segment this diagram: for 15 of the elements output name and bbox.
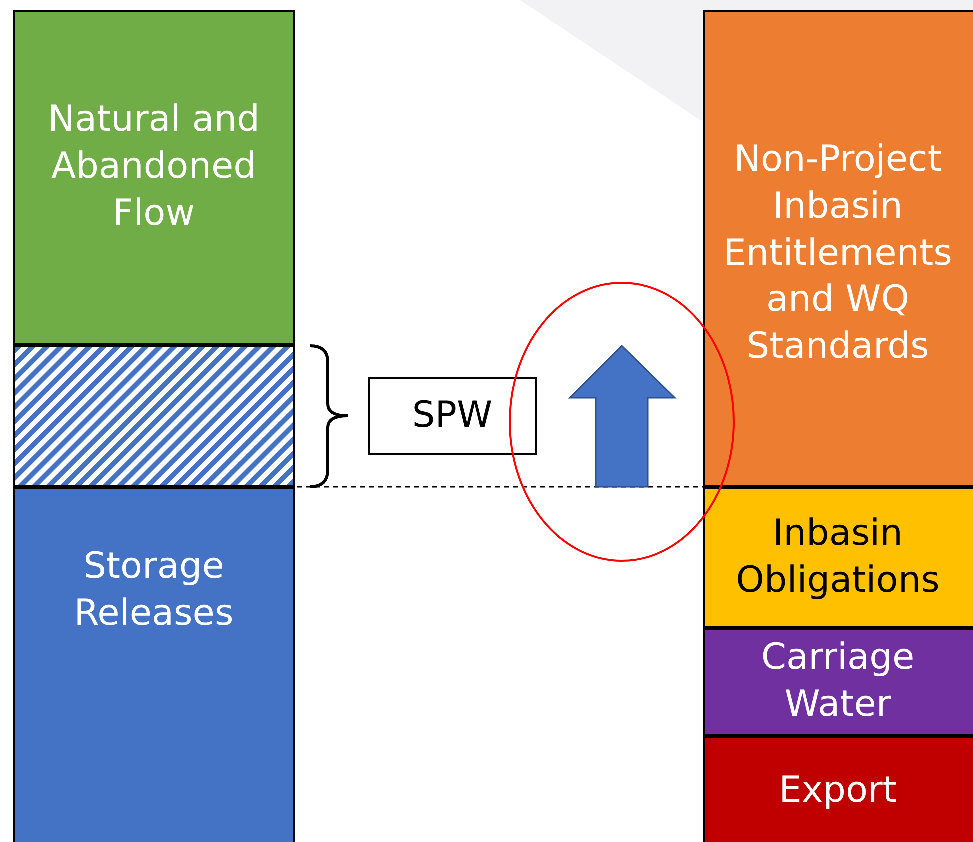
flow-bar-segment <box>703 736 973 842</box>
label-box <box>368 377 537 455</box>
flow-bar-segment <box>703 10 973 487</box>
segment-label: SPW <box>411 394 494 438</box>
flow-bar-segment <box>703 487 973 628</box>
hatched-bar-segment <box>13 345 295 487</box>
segment-label: Storage Releases <box>73 545 235 636</box>
flow-bar-segment <box>703 628 973 736</box>
segment-label: Carriage Water <box>760 636 916 727</box>
segment-label: Natural and Abandoned Flow <box>47 98 261 236</box>
segment-label: Inbasin Obligations <box>735 512 941 602</box>
segment-label: Non-Project Inbasin Entitlements and WQ Standards <box>722 138 954 370</box>
flow-bar-segment <box>13 487 295 842</box>
flow-bar-segment <box>13 10 295 345</box>
segment-label: Export <box>778 769 898 814</box>
